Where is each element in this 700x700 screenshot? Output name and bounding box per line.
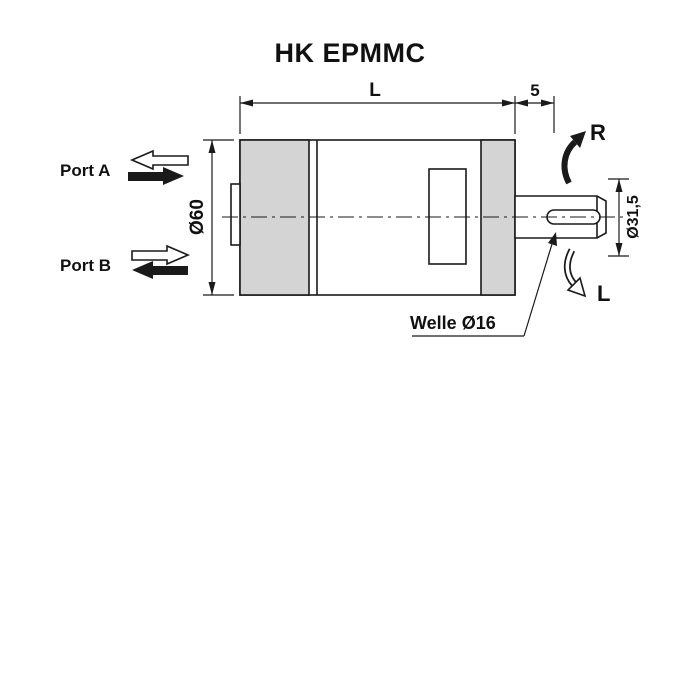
port-a-label: Port A	[60, 161, 111, 180]
port-a-in-arrow-icon	[128, 167, 184, 185]
rotation-right-label: R	[590, 120, 606, 145]
drawing-title: HK EPMMC	[274, 38, 426, 68]
dimension-length	[239, 96, 516, 134]
port-a-out-arrow-icon	[129, 149, 189, 171]
shaft-leader	[412, 232, 557, 337]
leader-line	[523, 243, 553, 337]
dim-pilot-diameter-label: Ø31,5	[625, 195, 642, 239]
port-b-arrows	[131, 244, 191, 279]
arrowhead	[541, 99, 554, 107]
dimension-body-diameter	[203, 139, 234, 296]
arrowhead	[615, 179, 623, 192]
port-a-arrows	[128, 149, 189, 185]
port-b-label: Port B	[60, 256, 111, 275]
port-b-in-arrow-icon	[131, 244, 191, 266]
arrowhead	[208, 140, 216, 153]
arrowhead	[615, 243, 623, 256]
dimension-offset	[515, 96, 555, 133]
dim-body-diameter-label: Ø60	[187, 199, 208, 235]
arrowhead	[515, 99, 528, 107]
rotation-right-curve-icon	[561, 139, 578, 185]
arrowhead	[240, 99, 253, 107]
rotation-left-arrow	[563, 248, 587, 298]
arrowhead	[502, 99, 515, 107]
rotation-left-arrowhead-icon	[566, 276, 587, 298]
port-b-out-arrow-icon	[132, 261, 188, 279]
rotation-left-curve-fill-icon	[565, 249, 576, 286]
arrowhead	[548, 232, 557, 246]
rotation-left-label: L	[597, 281, 611, 306]
dimension-pilot-diameter	[608, 178, 629, 257]
rotation-right-arrow	[561, 131, 586, 185]
dim-offset-label: 5	[530, 81, 540, 100]
dim-length-label: L	[369, 80, 381, 101]
shaft-diameter-label: Welle Ø16	[410, 313, 496, 333]
arrowhead	[208, 282, 216, 295]
shaft	[514, 195, 607, 239]
rotation-right-arrowhead-icon	[570, 131, 586, 148]
rear-boss	[230, 183, 241, 246]
